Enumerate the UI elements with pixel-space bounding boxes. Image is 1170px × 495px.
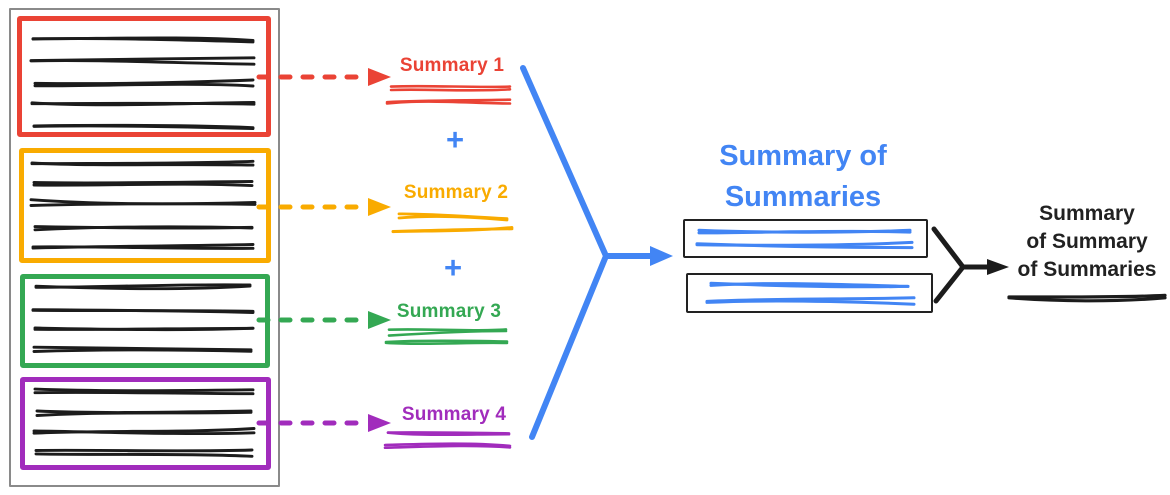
final-summary-label-line1: Summary — [1039, 202, 1135, 225]
scribble-stroke — [386, 431, 511, 437]
scribble-stroke — [709, 281, 910, 289]
arrowhead-icon — [368, 68, 391, 86]
scribble-stroke — [33, 225, 254, 232]
dashed-arrow-4 — [256, 414, 391, 432]
scribble-stroke — [32, 429, 256, 436]
scribble-stroke — [30, 101, 256, 107]
scribble-stroke — [34, 452, 254, 458]
dashed-arrow-3 — [256, 311, 391, 329]
scribble-stroke — [389, 88, 512, 92]
final-summary-label: Summary of Summary of Summaries — [1006, 200, 1168, 284]
scribble-stroke — [31, 308, 255, 313]
scribble-text-lines — [29, 36, 1167, 458]
source-document-stack-box — [9, 8, 280, 487]
scribble-stroke — [383, 444, 512, 449]
scribble-stroke — [1007, 296, 1167, 303]
scribble-stroke — [397, 215, 509, 222]
scribble-stroke — [387, 329, 508, 337]
scribble-stroke — [33, 326, 255, 332]
scribble-stroke — [32, 180, 254, 185]
scribble-stroke — [32, 182, 254, 188]
scribble-stroke — [32, 348, 253, 353]
summary-of-summaries-title-line1: Summary of — [719, 140, 887, 172]
plus-sign-1: + — [445, 122, 465, 157]
summary-of-summaries-box-2 — [686, 273, 933, 313]
merge-chevron — [520, 65, 609, 440]
scribble-stroke — [32, 124, 255, 131]
plus-sign-2: + — [443, 250, 463, 285]
summary-1-label: Summary 1 — [399, 55, 505, 76]
scribble-stroke — [31, 37, 255, 44]
scribble-stroke — [34, 284, 252, 291]
dashed-arrow-2 — [256, 198, 391, 216]
summary-4-label: Summary 4 — [401, 404, 507, 425]
scribble-stroke — [384, 341, 509, 346]
summary-of-summaries-title-line2: Summaries — [724, 181, 882, 213]
final-bracket — [931, 226, 966, 304]
arrowhead-icon — [368, 198, 391, 216]
final-summary-label-line3: of Summaries — [1017, 258, 1157, 281]
scribble-stroke — [391, 227, 514, 233]
scribble-stroke — [389, 84, 512, 89]
scribble-stroke — [695, 242, 914, 250]
scribble-stroke — [34, 448, 254, 453]
final-arrowhead-icon — [987, 259, 1009, 275]
summary-3-label: Summary 3 — [396, 301, 502, 322]
scribble-stroke — [1007, 293, 1167, 299]
scribble-stroke — [29, 202, 257, 207]
scribble-stroke — [33, 82, 255, 88]
merge-chevron-arrow — [520, 65, 673, 440]
scribble-stroke — [35, 410, 253, 417]
scribble-stroke — [29, 59, 256, 66]
scribble-stroke — [33, 78, 255, 86]
scribble-stroke — [33, 387, 255, 393]
scribble-stroke — [33, 390, 255, 396]
scribble-stroke — [697, 228, 912, 234]
summary-of-summaries-box-1 — [683, 219, 928, 258]
summary-of-summaries-title: Summary of Summaries — [688, 136, 918, 218]
arrowhead-icon — [368, 414, 391, 432]
scribble-stroke — [384, 339, 509, 344]
scribble-stroke — [385, 100, 512, 105]
summary-2-label: Summary 2 — [403, 182, 509, 203]
dashed-arrow-1 — [256, 68, 391, 86]
scribble-stroke — [383, 442, 512, 448]
merge-arrowhead-icon — [650, 246, 673, 266]
final-bracket-arrow — [931, 226, 1009, 304]
final-summary-label-line2: of Summary — [1026, 230, 1148, 253]
scribble-stroke — [705, 299, 916, 306]
arrowhead-icon — [368, 311, 391, 329]
scribble-stroke — [30, 161, 255, 167]
scribble-stroke — [31, 245, 255, 250]
